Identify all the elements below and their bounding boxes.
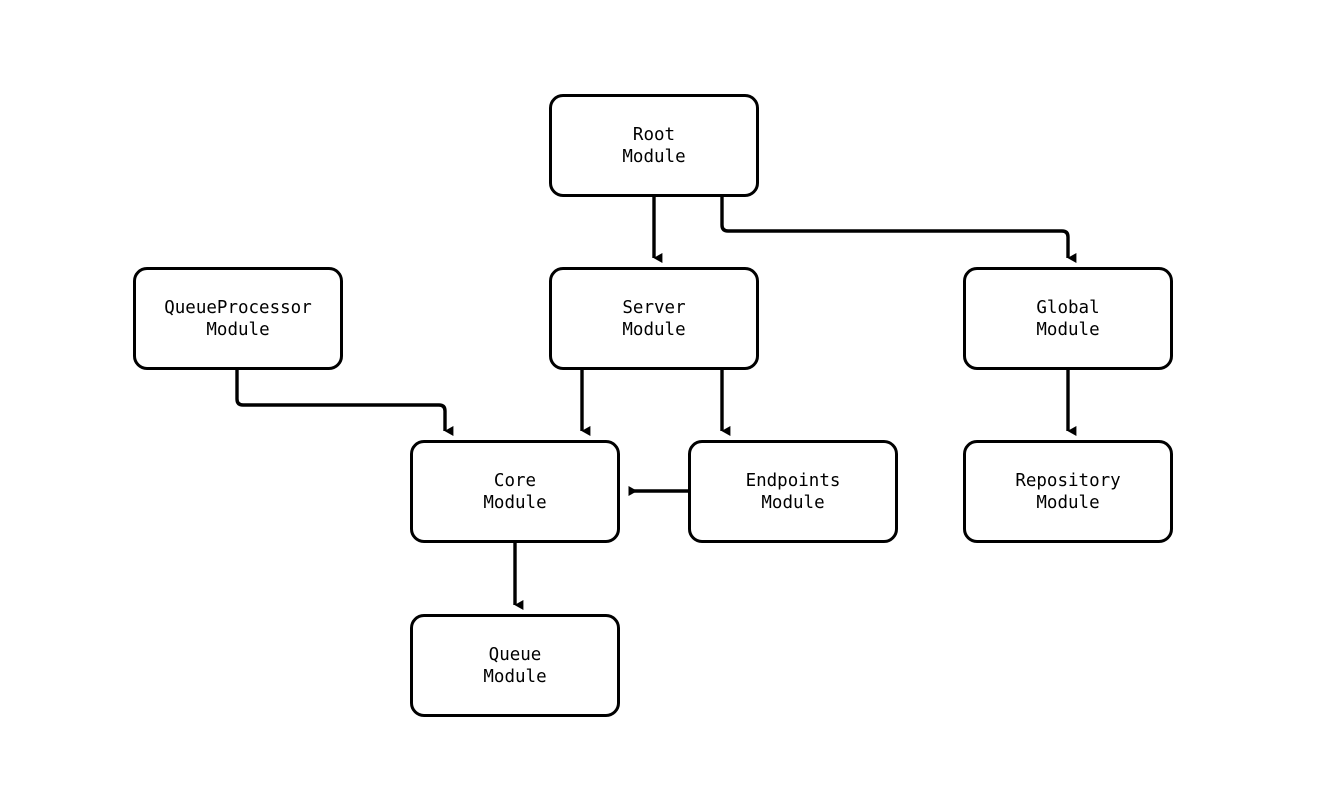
- node-core-module-line1: Core: [493, 470, 537, 491]
- node-root-module-line1: Root: [632, 124, 676, 145]
- node-endpoints-module-line1: Endpoints: [745, 470, 841, 491]
- node-root-module-line2: Module: [622, 146, 686, 167]
- node-queue-module-line2: Module: [483, 666, 547, 687]
- node-repository-module-line1: Repository: [1015, 470, 1121, 491]
- node-queueprocessor-module[interactable]: QueueProcessor Module: [133, 267, 343, 370]
- node-global-module[interactable]: Global Module: [963, 267, 1173, 370]
- node-queue-module[interactable]: Queue Module: [410, 614, 620, 717]
- node-server-module[interactable]: Server Module: [549, 267, 759, 370]
- edge-root-to-global: [720, 197, 1077, 263]
- node-core-module[interactable]: Core Module: [410, 440, 620, 543]
- node-repository-module-line2: Module: [1036, 492, 1100, 513]
- node-queue-module-line1: Queue: [488, 644, 542, 665]
- node-core-module-line2: Module: [483, 492, 547, 513]
- node-repository-module[interactable]: Repository Module: [963, 440, 1173, 543]
- node-queueprocessor-module-line2: Module: [206, 319, 270, 340]
- node-queueprocessor-module-line1: QueueProcessor: [164, 297, 312, 318]
- node-global-module-line1: Global: [1036, 297, 1100, 318]
- node-server-module-line2: Module: [622, 319, 686, 340]
- node-server-module-line1: Server: [622, 297, 686, 318]
- node-root-module[interactable]: Root Module: [549, 94, 759, 197]
- node-endpoints-module[interactable]: Endpoints Module: [688, 440, 898, 543]
- edge-queueprocessor-to-core: [235, 370, 454, 436]
- node-endpoints-module-line2: Module: [761, 492, 825, 513]
- node-global-module-line2: Module: [1036, 319, 1100, 340]
